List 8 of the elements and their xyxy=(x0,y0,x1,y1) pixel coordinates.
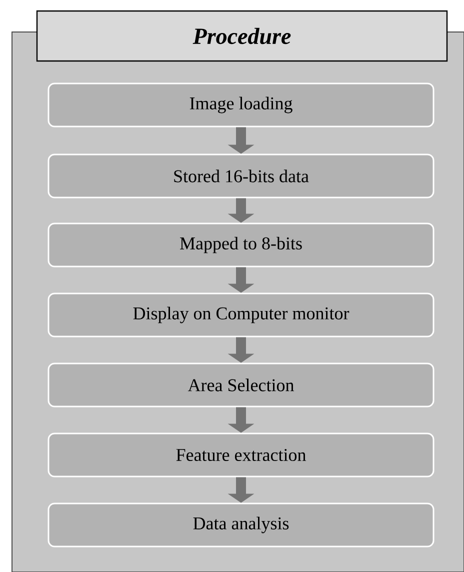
process-box: Area Selection xyxy=(48,362,434,408)
process-box: Stored 16-bits data xyxy=(48,154,434,198)
process-box: Data analysis xyxy=(48,502,434,548)
process-box: Mapped to 8-bits xyxy=(48,222,434,268)
process-box: Display on Computer monitor xyxy=(48,292,434,338)
process-box: Image loading xyxy=(48,82,434,128)
title-box: Procedure xyxy=(36,10,448,62)
process-box: Feature extraction xyxy=(48,432,434,478)
